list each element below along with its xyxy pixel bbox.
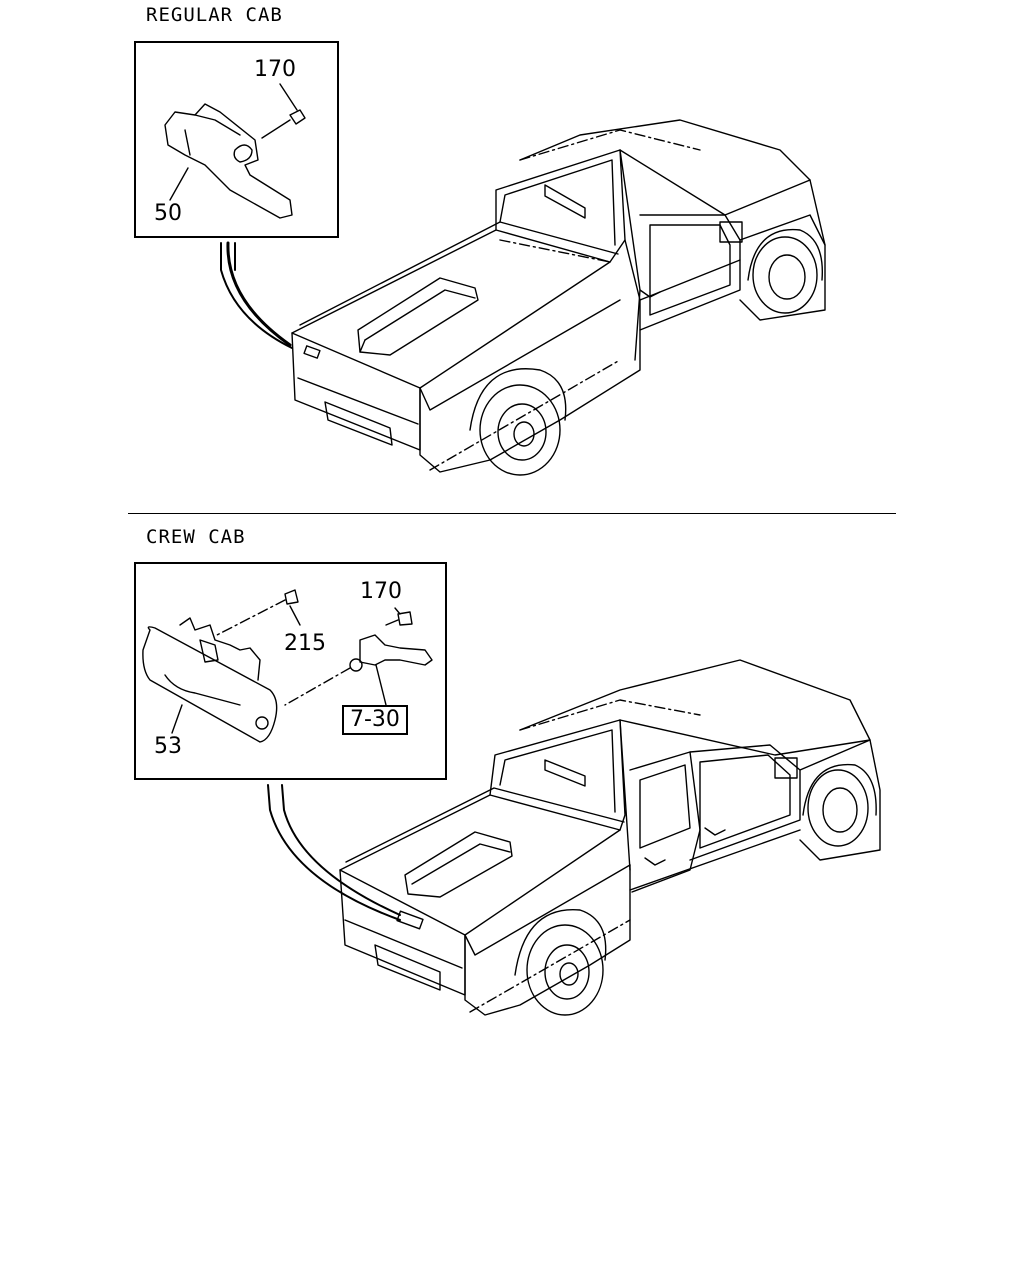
crew-cab-truck-drawing: [267, 659, 881, 1016]
regular-cab-title: REGULAR CAB: [146, 4, 283, 26]
reference-box-7-30: 7-30: [342, 705, 408, 735]
crew-cab-detail-box: [134, 562, 447, 780]
callout-53: 53: [154, 734, 182, 759]
callout-170-regular: 170: [254, 57, 296, 82]
section-divider: [128, 513, 896, 514]
regular-cab-truck-drawing: [220, 119, 826, 476]
callout-50: 50: [154, 201, 182, 226]
callout-170-crew: 170: [360, 579, 402, 604]
callout-215: 215: [284, 631, 326, 656]
regular-cab-detail-box: [134, 41, 339, 238]
crew-cab-title: CREW CAB: [146, 526, 246, 548]
